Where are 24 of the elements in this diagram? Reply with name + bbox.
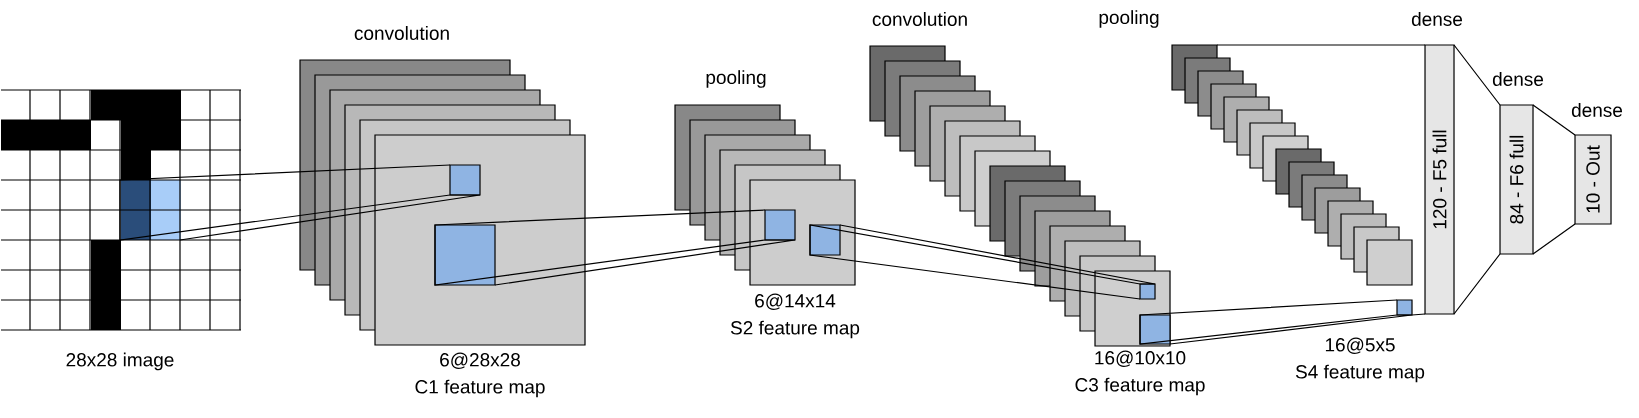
feature-map-stack xyxy=(674,104,856,286)
feature-map-stack xyxy=(1171,44,1413,316)
projection-lines xyxy=(1139,299,1413,345)
operation-label: pooling xyxy=(1099,10,1159,28)
operation-label: dense xyxy=(1571,103,1623,117)
layer-box: 10 - Out xyxy=(1574,134,1612,225)
projection-lines xyxy=(1453,44,1501,315)
layer-caption: 28x28 image xyxy=(66,352,174,371)
layer-box: 84 - F6 full xyxy=(1499,104,1534,255)
projection-lines xyxy=(434,209,796,286)
layer-box: 120 - F5 full xyxy=(1424,44,1455,315)
layer-caption: 6@14x14 S2 feature map xyxy=(730,293,860,339)
operation-label: dense xyxy=(1411,12,1463,26)
layer-caption: 16@5x5 S4 feature map xyxy=(1295,337,1425,383)
feature-map-stack xyxy=(869,45,1171,347)
projection-lines xyxy=(809,224,1156,300)
layer-caption: 16@10x10 C3 feature map xyxy=(1075,350,1205,396)
feature-map-stack xyxy=(299,59,586,346)
projection-lines xyxy=(1216,44,1426,316)
layer-caption: 6@28x28 C1 feature map xyxy=(415,352,545,398)
projection-lines xyxy=(119,164,481,241)
digit-grid-drawing xyxy=(0,89,242,331)
operation-label: dense xyxy=(1492,72,1544,86)
projection-lines xyxy=(1532,104,1576,255)
